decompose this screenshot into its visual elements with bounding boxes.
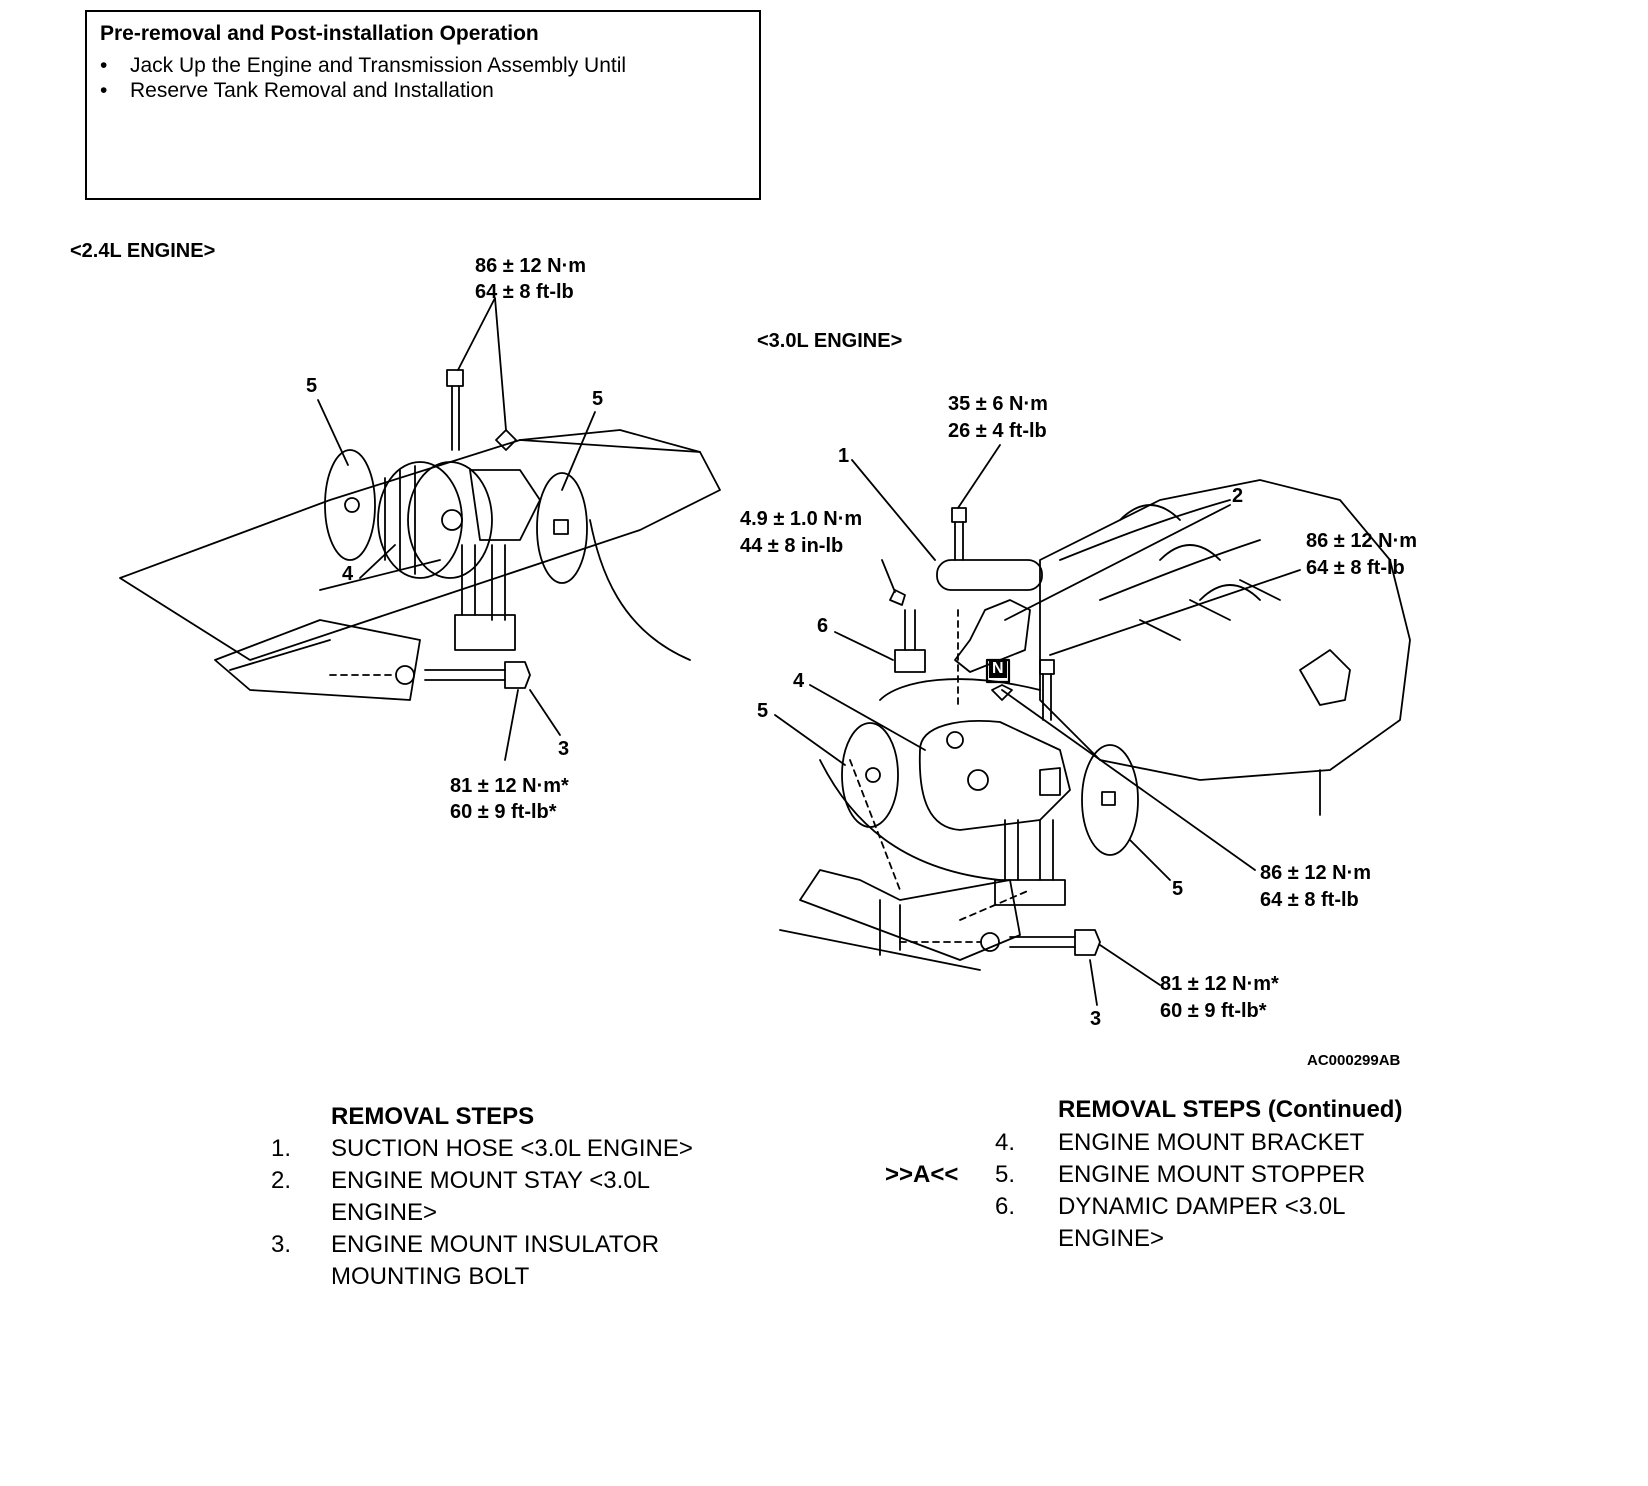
step-text: ENGINE MOUNT STAY <3.0L <box>331 1167 650 1194</box>
callout-6: 6 <box>817 615 829 637</box>
step-text: DYNAMIC DAMPER <3.0L <box>1058 1193 1346 1220</box>
step-text: MOUNTING BOLT <box>331 1263 530 1290</box>
step-number: 2. <box>271 1167 292 1194</box>
callout-4: 4 <box>342 563 354 585</box>
callout-3: 3 <box>1090 1008 1102 1030</box>
removal-steps-title: REMOVAL STEPS <box>331 1103 535 1130</box>
bullet-icon: • <box>100 79 108 102</box>
engine-30-heading: <3.0L ENGINE> <box>757 330 903 352</box>
step-number: 5. <box>995 1161 1016 1188</box>
torque-label: 60 ± 9 ft-lb* <box>1160 1000 1267 1022</box>
callout-4: 4 <box>793 670 805 692</box>
step-text: ENGINE MOUNT BRACKET <box>1058 1129 1365 1156</box>
pre-operation-box: Pre-removal and Post-installation Operat… <box>85 10 761 200</box>
torque-label: 4.9 ± 1.0 N·m <box>740 508 863 530</box>
step-text: ENGINE MOUNT STOPPER <box>1058 1161 1366 1188</box>
service-mark: >>A<< <box>885 1161 959 1188</box>
torque-label: 86 ± 12 N·m <box>1260 862 1372 884</box>
step-number: 4. <box>995 1129 1016 1156</box>
step-number: 6. <box>995 1193 1016 1220</box>
engine-30-illustration <box>774 444 1411 1006</box>
engine-mount-diagram <box>119 297 1411 1006</box>
torque-label: 64 ± 8 ft-lb <box>1306 557 1405 579</box>
callout-3: 3 <box>558 738 570 760</box>
torque-label: 81 ± 12 N·m* <box>1160 973 1279 995</box>
callout-5: 5 <box>757 700 769 722</box>
torque-label: 64 ± 8 ft-lb <box>475 281 574 303</box>
torque-label: 64 ± 8 ft-lb <box>1260 889 1359 911</box>
torque-label: 81 ± 12 N·m* <box>450 775 569 797</box>
torque-label: 86 ± 12 N·m <box>475 255 587 277</box>
callout-5: 5 <box>592 388 604 410</box>
step-text: ENGINE> <box>331 1199 438 1226</box>
engine-24-illustration <box>119 297 721 761</box>
step-number: 3. <box>271 1231 292 1258</box>
bullet-icon: • <box>100 54 108 77</box>
engine-24-heading: <2.4L ENGINE> <box>70 240 216 262</box>
pre-operation-item: •Jack Up the Engine and Transmission Ass… <box>100 54 627 77</box>
torque-label: 26 ± 4 ft-lb <box>948 420 1047 442</box>
torque-label: 86 ± 12 N·m <box>1306 530 1418 552</box>
step-text: ENGINE MOUNT INSULATOR <box>331 1231 660 1258</box>
callout-5: 5 <box>1172 878 1184 900</box>
pre-operation-item: •Reserve Tank Removal and Installation <box>100 79 494 102</box>
removal-steps-continued-title: REMOVAL STEPS (Continued) <box>1058 1096 1403 1123</box>
step-text: ENGINE> <box>1058 1225 1165 1252</box>
callout-5: 5 <box>306 375 318 397</box>
torque-label: 44 ± 8 in-lb <box>740 535 844 557</box>
callout-1: 1 <box>838 445 850 467</box>
callout-2: 2 <box>1232 485 1244 507</box>
step-number: 1. <box>271 1135 292 1162</box>
figure-code: AC000299AB <box>1307 1052 1401 1069</box>
step-text: SUCTION HOSE <3.0L ENGINE> <box>331 1135 693 1162</box>
torque-label: 35 ± 6 N·m <box>948 393 1048 415</box>
nut-marker-n: N <box>989 660 1007 678</box>
torque-label: 60 ± 9 ft-lb* <box>450 801 557 823</box>
pre-operation-title: Pre-removal and Post-installation Operat… <box>100 22 539 45</box>
